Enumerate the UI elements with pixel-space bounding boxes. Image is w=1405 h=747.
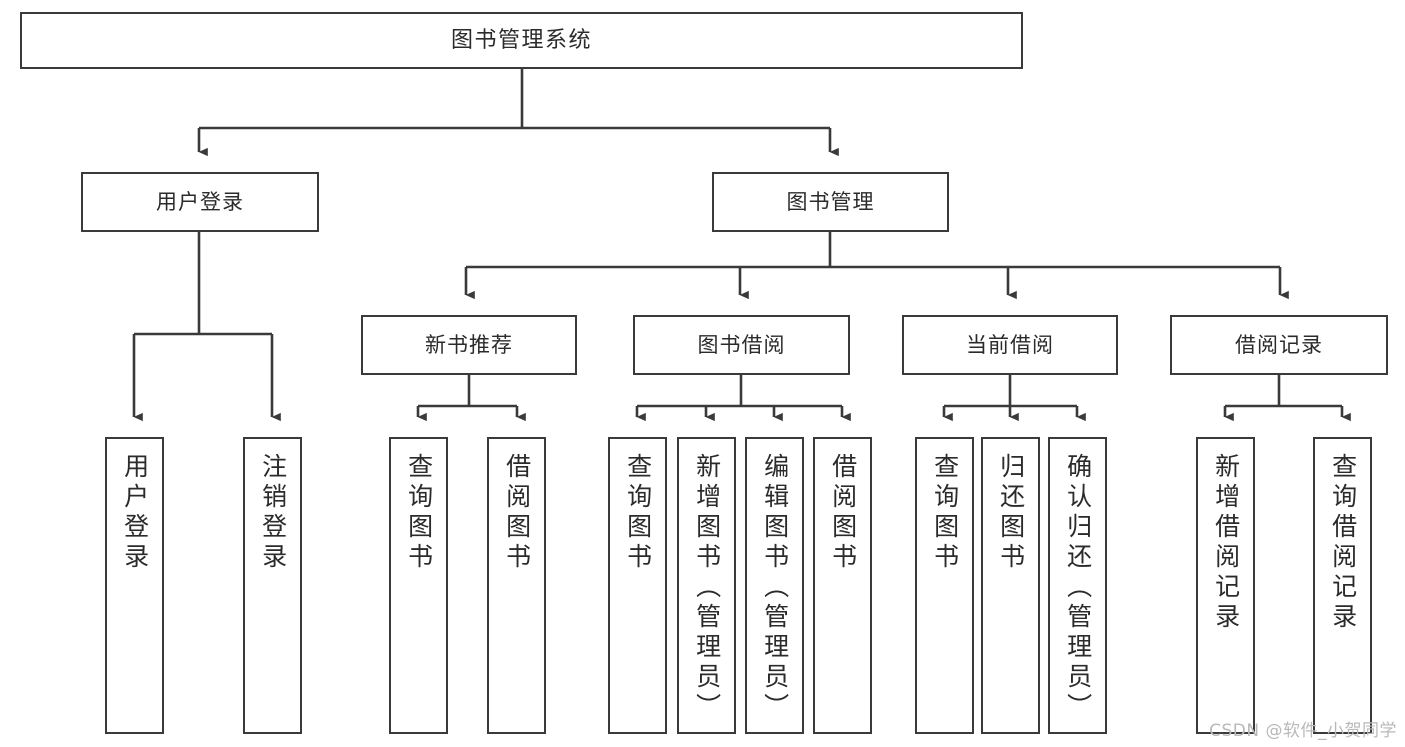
leaf-book-borrow-edit-book-admin[interactable]: 编辑图书（管理员） [745,437,804,734]
leaf-book-borrow-add-book-admin[interactable]: 新增图书（管理员） [677,437,736,734]
leaf-borrow-record-add-record[interactable]: 新增借阅记录 [1196,437,1255,734]
node-label: 查询图书 [404,453,434,573]
leaf-borrow-record-query-record[interactable]: 查询借阅记录 [1313,437,1372,734]
node-label: 借阅记录 [1235,332,1323,357]
node-borrow-record[interactable]: 借阅记录 [1170,315,1388,375]
node-book-management[interactable]: 图书管理 [712,172,949,232]
node-label: 注销登录 [258,453,288,573]
leaf-current-borrow-confirm-return-admin[interactable]: 确认归还（管理员） [1048,437,1107,734]
node-book-borrow[interactable]: 图书借阅 [633,315,850,375]
leaf-current-borrow-return-book[interactable]: 归还图书 [981,437,1040,734]
node-user-login[interactable]: 用户登录 [81,172,319,232]
node-label: 用户登录 [120,453,150,573]
leaf-new-book-query-book[interactable]: 查询图书 [389,437,448,734]
node-root-book-management-system[interactable]: 图书管理系统 [20,12,1023,69]
node-label: 确认归还（管理员） [1063,453,1093,723]
node-new-book-recommend[interactable]: 新书推荐 [361,315,577,375]
node-label: 当前借阅 [966,332,1054,357]
node-label: 借阅图书 [828,453,858,573]
node-label: 编辑图书（管理员） [760,453,790,723]
leaf-new-book-borrow-book[interactable]: 借阅图书 [487,437,546,734]
node-label: 图书管理系统 [450,27,592,53]
node-label: 图书借阅 [697,332,786,357]
node-label: 归还图书 [996,453,1026,573]
node-label: 借阅图书 [502,453,532,573]
node-label: 用户登录 [156,189,244,214]
leaf-book-borrow-borrow-book[interactable]: 借阅图书 [813,437,872,734]
leaf-user-login-login[interactable]: 用户登录 [105,437,164,734]
leaf-current-borrow-query-book[interactable]: 查询图书 [915,437,974,734]
node-label: 新增借阅记录 [1211,453,1241,633]
node-label: 查询图书 [623,453,653,573]
node-current-borrow[interactable]: 当前借阅 [902,315,1118,375]
leaf-book-borrow-query-book[interactable]: 查询图书 [608,437,667,734]
leaf-user-login-logout[interactable]: 注销登录 [243,437,302,734]
node-label: 查询借阅记录 [1328,453,1358,633]
node-label: 新书推荐 [425,332,513,357]
node-label: 新增图书（管理员） [692,453,722,723]
node-label: 图书管理 [786,189,875,214]
node-label: 查询图书 [930,453,960,573]
